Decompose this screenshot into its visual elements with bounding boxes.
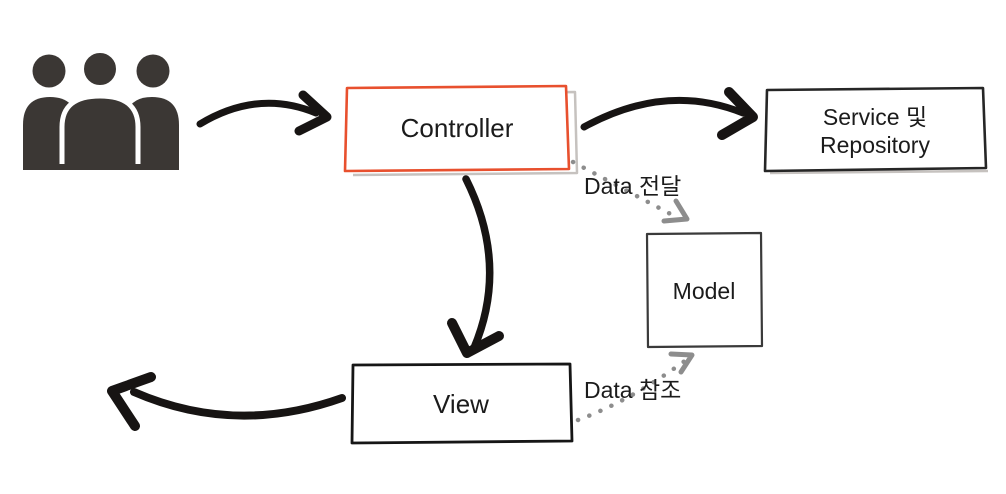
model-label: Model xyxy=(673,278,736,304)
service-label-line1: Service 및 xyxy=(823,104,927,130)
service-repository-node: Service 및 Repository xyxy=(763,86,989,175)
dotted-arrow-view-to-model xyxy=(575,351,695,423)
arrow-controller-to-view xyxy=(447,175,504,358)
arrow-controller-to-service xyxy=(580,87,758,140)
data-pass-label: Data 전달 xyxy=(584,173,681,199)
service-label-line2: Repository xyxy=(820,132,930,158)
controller-label: Controller xyxy=(401,113,514,143)
view-node: View xyxy=(350,362,574,445)
arrow-view-to-users xyxy=(107,372,346,431)
view-label: View xyxy=(433,389,489,419)
arrow-users-to-controller xyxy=(196,90,332,136)
model-node: Model xyxy=(645,231,764,349)
controller-node: Controller xyxy=(343,84,579,177)
dotted-arrow-controller-to-model xyxy=(570,159,690,224)
data-ref-label: Data 참조 xyxy=(584,377,681,403)
users-icon xyxy=(18,48,184,178)
